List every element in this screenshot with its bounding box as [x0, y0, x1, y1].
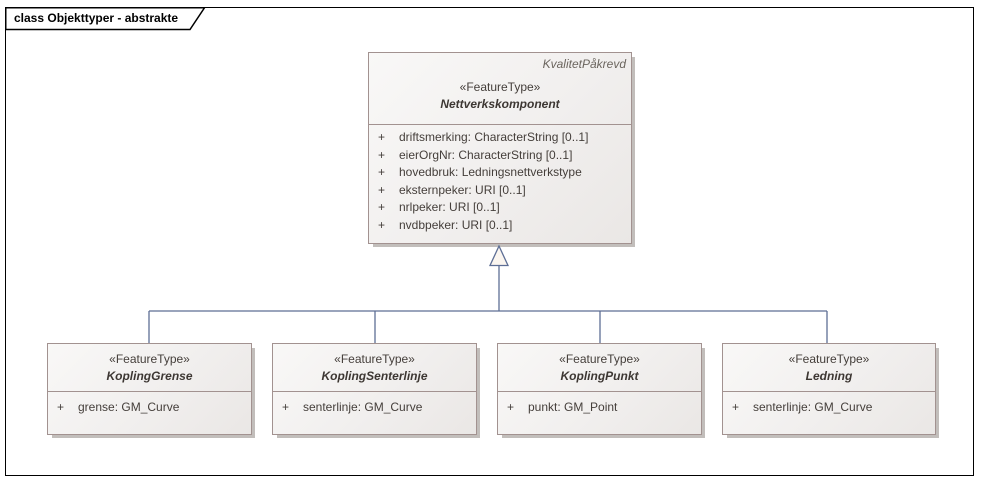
- class-name-compartment: KvalitetPåkrevd «FeatureType» Nettverksk…: [369, 53, 631, 124]
- attribute-text: grense: GM_Curve: [78, 400, 180, 414]
- diagram-title: class Objekttyper - abstrakte: [14, 11, 179, 25]
- class-koplingsenterlinje[interactable]: «FeatureType» KoplingSenterlinje + sente…: [272, 343, 477, 435]
- class-koplinggrense[interactable]: «FeatureType» KoplingGrense + grense: GM…: [47, 343, 252, 435]
- class-name-compartment: «FeatureType» KoplingSenterlinje: [273, 344, 476, 391]
- attribute-row: + hovedbruk: Ledningsnettverkstype: [369, 164, 631, 182]
- attribute-visibility: +: [378, 200, 386, 214]
- attribute-visibility: +: [507, 400, 515, 414]
- stereotype-label: «FeatureType»: [559, 352, 640, 366]
- attribute-visibility: +: [378, 165, 386, 179]
- class-name-compartment: «FeatureType» Ledning: [723, 344, 935, 391]
- diagram-title-tab: class Objekttyper - abstrakte: [5, 7, 209, 31]
- title-tab-shape: [5, 7, 206, 31]
- class-attribute-compartment: + senterlinje: GM_Curve: [723, 391, 935, 434]
- class-name-label: KoplingPunkt: [560, 369, 639, 383]
- tagged-value-label: KvalitetPåkrevd: [542, 57, 626, 71]
- attribute-text: punkt: GM_Point: [528, 400, 618, 414]
- attribute-row: + senterlinje: GM_Curve: [273, 399, 476, 417]
- class-name-label: KoplingSenterlinje: [321, 369, 428, 383]
- attribute-visibility: +: [282, 400, 290, 414]
- attribute-row: + driftsmerking: CharacterString [0..1]: [369, 129, 631, 147]
- attribute-text: nrlpeker: URI [0..1]: [399, 200, 500, 214]
- attribute-row: + eierOrgNr: CharacterString [0..1]: [369, 147, 631, 165]
- class-name-label: Nettverkskomponent: [440, 97, 560, 111]
- attribute-text: senterlinje: GM_Curve: [303, 400, 423, 414]
- class-name-compartment: «FeatureType» KoplingGrense: [48, 344, 251, 391]
- class-attribute-compartment: + driftsmerking: CharacterString [0..1] …: [369, 124, 631, 243]
- class-name-label: Ledning: [805, 369, 853, 383]
- attribute-visibility: +: [57, 400, 65, 414]
- stereotype-label: «FeatureType»: [788, 352, 870, 366]
- stereotype-label: «FeatureType»: [459, 80, 541, 94]
- attribute-visibility: +: [732, 400, 740, 414]
- attribute-row: + senterlinje: GM_Curve: [723, 399, 935, 417]
- attribute-text: driftsmerking: CharacterString [0..1]: [399, 130, 589, 144]
- attribute-text: eksternpeker: URI [0..1]: [399, 182, 526, 197]
- stereotype-label: «FeatureType»: [109, 352, 190, 366]
- attribute-text: nvdbpeker: URI [0..1]: [399, 217, 513, 232]
- attribute-text: hovedbruk: Ledningsnettverkstype: [399, 165, 582, 179]
- attribute-row: + punkt: GM_Point: [498, 399, 701, 417]
- diagram-frame: [5, 7, 974, 476]
- class-koplingpunkt[interactable]: «FeatureType» KoplingPunkt + punkt: GM_P…: [497, 343, 702, 435]
- attribute-visibility: +: [378, 217, 386, 232]
- attribute-row: + nvdbpeker: URI [0..1]: [369, 217, 631, 235]
- attribute-visibility: +: [378, 182, 386, 197]
- attribute-visibility: +: [378, 147, 386, 162]
- attribute-visibility: +: [378, 130, 386, 144]
- attribute-row: + eksternpeker: URI [0..1]: [369, 182, 631, 200]
- class-attribute-compartment: + grense: GM_Curve: [48, 391, 251, 434]
- attribute-text: senterlinje: GM_Curve: [753, 400, 873, 414]
- class-name-compartment: «FeatureType» KoplingPunkt: [498, 344, 701, 391]
- class-name-label: KoplingGrense: [106, 369, 193, 383]
- attribute-row: + nrlpeker: URI [0..1]: [369, 199, 631, 217]
- class-attribute-compartment: + punkt: GM_Point: [498, 391, 701, 434]
- stereotype-label: «FeatureType»: [334, 352, 415, 366]
- class-nettverkskomponent[interactable]: KvalitetPåkrevd «FeatureType» Nettverksk…: [368, 52, 632, 244]
- attribute-row: + grense: GM_Curve: [48, 399, 251, 417]
- class-ledning[interactable]: «FeatureType» Ledning + senterlinje: GM_…: [722, 343, 936, 435]
- attribute-text: eierOrgNr: CharacterString [0..1]: [399, 147, 573, 162]
- class-attribute-compartment: + senterlinje: GM_Curve: [273, 391, 476, 434]
